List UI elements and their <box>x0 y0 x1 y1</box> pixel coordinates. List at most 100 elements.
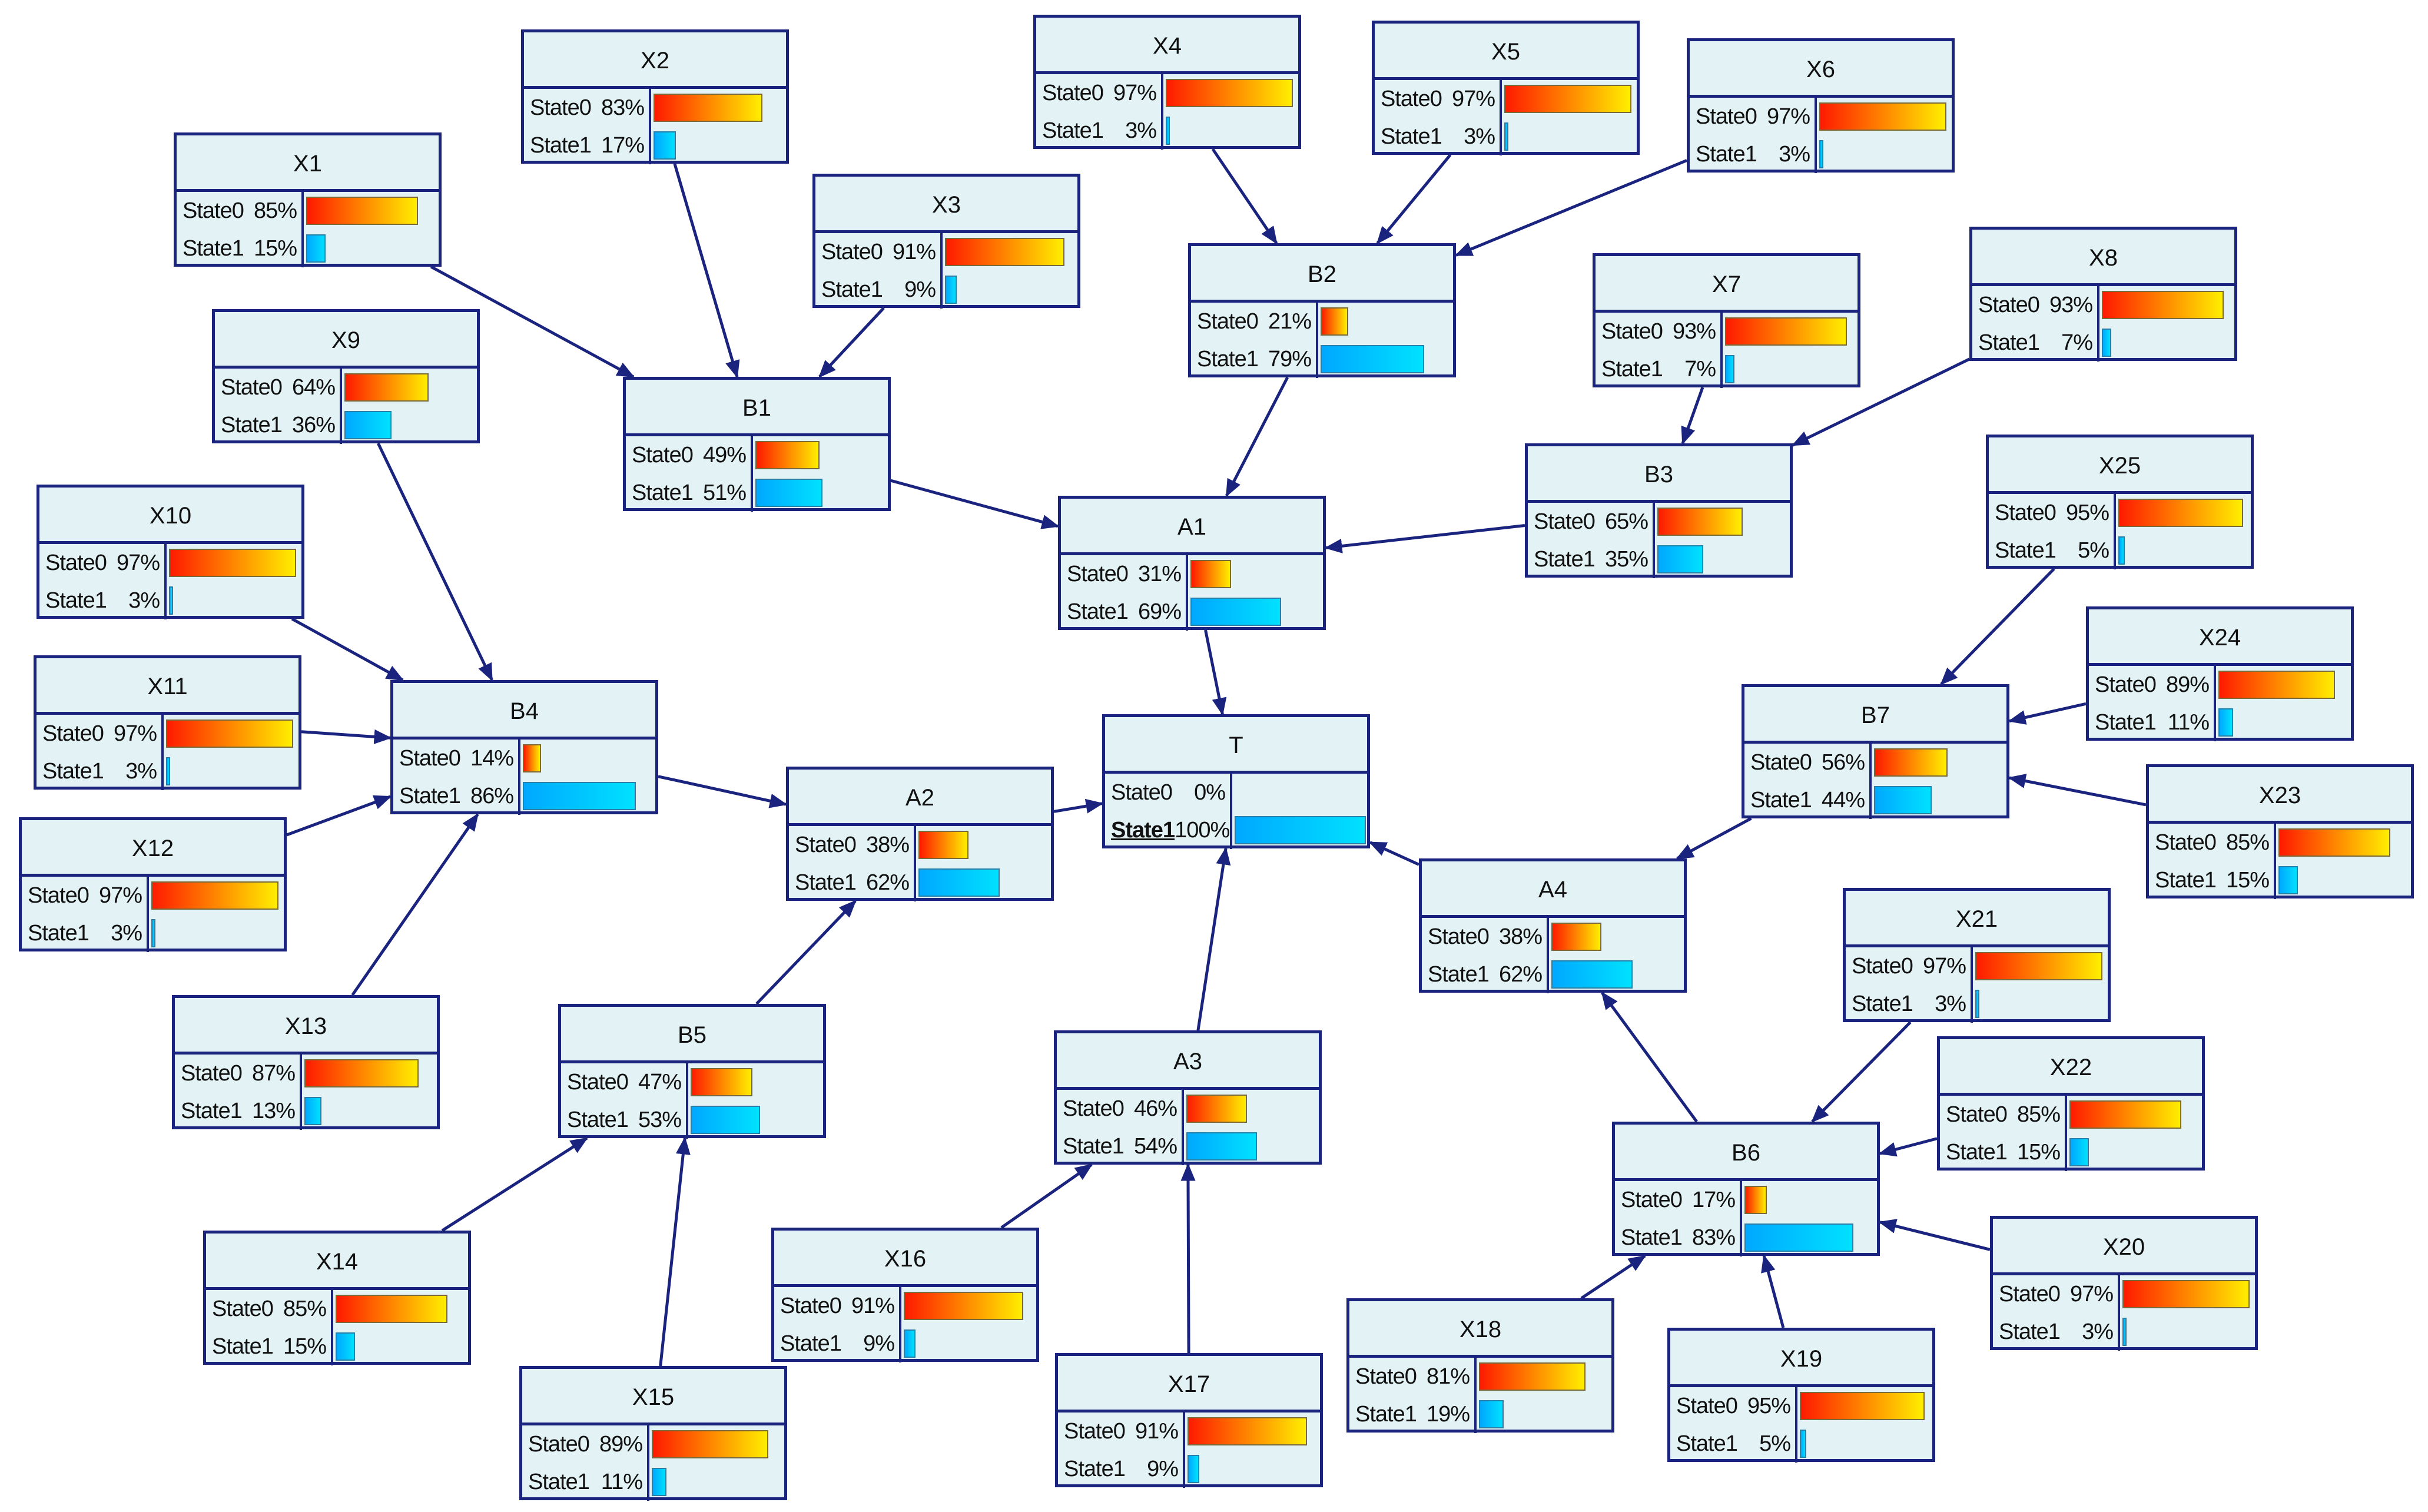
state-row[interactable]: State15% <box>1989 532 2251 569</box>
state-row[interactable]: State064% <box>215 369 477 406</box>
node-t[interactable]: TState00%State1100% <box>1102 714 1370 849</box>
state-row[interactable]: State169% <box>1061 593 1323 631</box>
node-b1[interactable]: B1State049%State151% <box>623 377 891 512</box>
state-row[interactable]: State19% <box>1058 1450 1320 1488</box>
state-row[interactable]: State095% <box>1989 494 2251 532</box>
state-row[interactable]: State097% <box>22 877 284 914</box>
state-row[interactable]: State097% <box>39 544 301 582</box>
state-row[interactable]: State183% <box>1615 1219 1877 1256</box>
state-row[interactable]: State153% <box>561 1101 823 1139</box>
node-x14[interactable]: X14State085%State115% <box>203 1231 471 1365</box>
node-x20[interactable]: X20State097%State13% <box>1990 1216 2258 1351</box>
state-row[interactable]: State049% <box>626 436 888 474</box>
state-row[interactable]: State17% <box>1596 350 1858 388</box>
node-x19[interactable]: X19State095%State15% <box>1667 1328 1935 1463</box>
state-row[interactable]: State097% <box>1993 1275 2255 1313</box>
state-row[interactable]: State115% <box>177 230 439 267</box>
state-row[interactable]: State17% <box>1972 324 2234 362</box>
state-row[interactable]: State081% <box>1349 1358 1611 1395</box>
node-x5[interactable]: X5State097%State13% <box>1372 21 1640 155</box>
state-row[interactable]: State091% <box>815 233 1077 271</box>
node-b3[interactable]: B3State065%State135% <box>1525 443 1793 578</box>
state-row[interactable]: State097% <box>37 715 298 752</box>
node-b6[interactable]: B6State017%State183% <box>1612 1122 1880 1256</box>
state-row[interactable]: State179% <box>1191 340 1453 378</box>
state-row[interactable]: State136% <box>215 406 477 444</box>
node-x21[interactable]: X21State097%State13% <box>1843 888 2111 1023</box>
node-x9[interactable]: X9State064%State136% <box>212 309 480 444</box>
state-row[interactable]: State113% <box>175 1092 437 1130</box>
state-row[interactable]: State093% <box>1596 313 1858 350</box>
state-row[interactable]: State111% <box>2089 704 2351 741</box>
state-row[interactable]: State087% <box>175 1055 437 1092</box>
state-row[interactable]: State144% <box>1744 781 2006 819</box>
state-row[interactable]: State089% <box>522 1425 784 1463</box>
node-x6[interactable]: X6State097%State13% <box>1687 38 1955 173</box>
state-row[interactable]: State017% <box>1615 1181 1877 1219</box>
node-b5[interactable]: B5State047%State153% <box>558 1004 826 1139</box>
state-row[interactable]: State19% <box>815 271 1077 309</box>
node-x8[interactable]: X8State093%State17% <box>1969 227 2237 362</box>
state-row[interactable]: State046% <box>1057 1090 1319 1128</box>
state-row[interactable]: State1100% <box>1105 811 1367 849</box>
state-row[interactable]: State097% <box>1846 947 2108 985</box>
state-row[interactable]: State13% <box>1375 118 1637 155</box>
state-row[interactable]: State091% <box>1058 1412 1320 1450</box>
state-row[interactable]: State13% <box>1036 112 1298 150</box>
state-row[interactable]: State186% <box>393 777 655 815</box>
state-row[interactable]: State021% <box>1191 303 1453 340</box>
state-row[interactable]: State065% <box>1528 503 1790 541</box>
node-b2[interactable]: B2State021%State179% <box>1188 243 1456 378</box>
state-row[interactable]: State115% <box>2149 861 2411 899</box>
node-x18[interactable]: X18State081%State119% <box>1346 1298 1614 1433</box>
state-row[interactable]: State038% <box>789 826 1051 864</box>
state-row[interactable]: State15% <box>1670 1425 1932 1463</box>
state-row[interactable]: State13% <box>22 914 284 952</box>
node-x7[interactable]: X7State093%State17% <box>1593 253 1860 388</box>
state-row[interactable]: State091% <box>774 1287 1036 1325</box>
state-row[interactable]: State093% <box>1972 286 2234 324</box>
state-row[interactable]: State038% <box>1422 918 1684 956</box>
node-x25[interactable]: X25State095%State15% <box>1986 435 2254 569</box>
node-x22[interactable]: X22State085%State115% <box>1937 1036 2205 1171</box>
state-row[interactable]: State117% <box>524 127 786 164</box>
state-row[interactable]: State083% <box>524 89 786 127</box>
state-row[interactable]: State13% <box>1846 985 2108 1023</box>
node-x11[interactable]: X11State097%State13% <box>34 655 301 790</box>
node-x2[interactable]: X2State083%State117% <box>521 29 789 164</box>
state-row[interactable]: State13% <box>37 752 298 790</box>
state-row[interactable]: State154% <box>1057 1128 1319 1165</box>
state-row[interactable]: State00% <box>1105 774 1367 811</box>
state-row[interactable]: State151% <box>626 474 888 512</box>
state-row[interactable]: State014% <box>393 740 655 777</box>
state-row[interactable]: State097% <box>1036 74 1298 112</box>
state-row[interactable]: State031% <box>1061 555 1323 593</box>
state-row[interactable]: State085% <box>1940 1096 2202 1133</box>
state-row[interactable]: State162% <box>1422 956 1684 993</box>
state-row[interactable]: State095% <box>1670 1387 1932 1425</box>
node-x23[interactable]: X23State085%State115% <box>2146 764 2414 899</box>
node-x15[interactable]: X15State089%State111% <box>519 1366 787 1501</box>
node-x24[interactable]: X24State089%State111% <box>2086 606 2354 741</box>
state-row[interactable]: State13% <box>1690 135 1952 173</box>
node-b4[interactable]: B4State014%State186% <box>390 680 658 815</box>
state-row[interactable]: State085% <box>206 1290 468 1328</box>
node-x17[interactable]: X17State091%State19% <box>1055 1353 1323 1488</box>
state-row[interactable]: State115% <box>1940 1133 2202 1171</box>
node-a3[interactable]: A3State046%State154% <box>1054 1030 1322 1165</box>
state-row[interactable]: State089% <box>2089 666 2351 704</box>
state-row[interactable]: State13% <box>39 582 301 619</box>
state-row[interactable]: State111% <box>522 1463 784 1501</box>
node-x3[interactable]: X3State091%State19% <box>812 174 1080 309</box>
node-a2[interactable]: A2State038%State162% <box>786 767 1054 901</box>
node-x10[interactable]: X10State097%State13% <box>37 485 304 619</box>
state-row[interactable]: State19% <box>774 1325 1036 1362</box>
node-x16[interactable]: X16State091%State19% <box>771 1228 1039 1362</box>
node-a4[interactable]: A4State038%State162% <box>1419 858 1687 993</box>
state-row[interactable]: State135% <box>1528 541 1790 578</box>
state-row[interactable]: State056% <box>1744 744 2006 781</box>
state-row[interactable]: State162% <box>789 864 1051 901</box>
node-x13[interactable]: X13State087%State113% <box>172 995 440 1130</box>
node-x1[interactable]: X1State085%State115% <box>174 132 442 267</box>
state-row[interactable]: State047% <box>561 1063 823 1101</box>
